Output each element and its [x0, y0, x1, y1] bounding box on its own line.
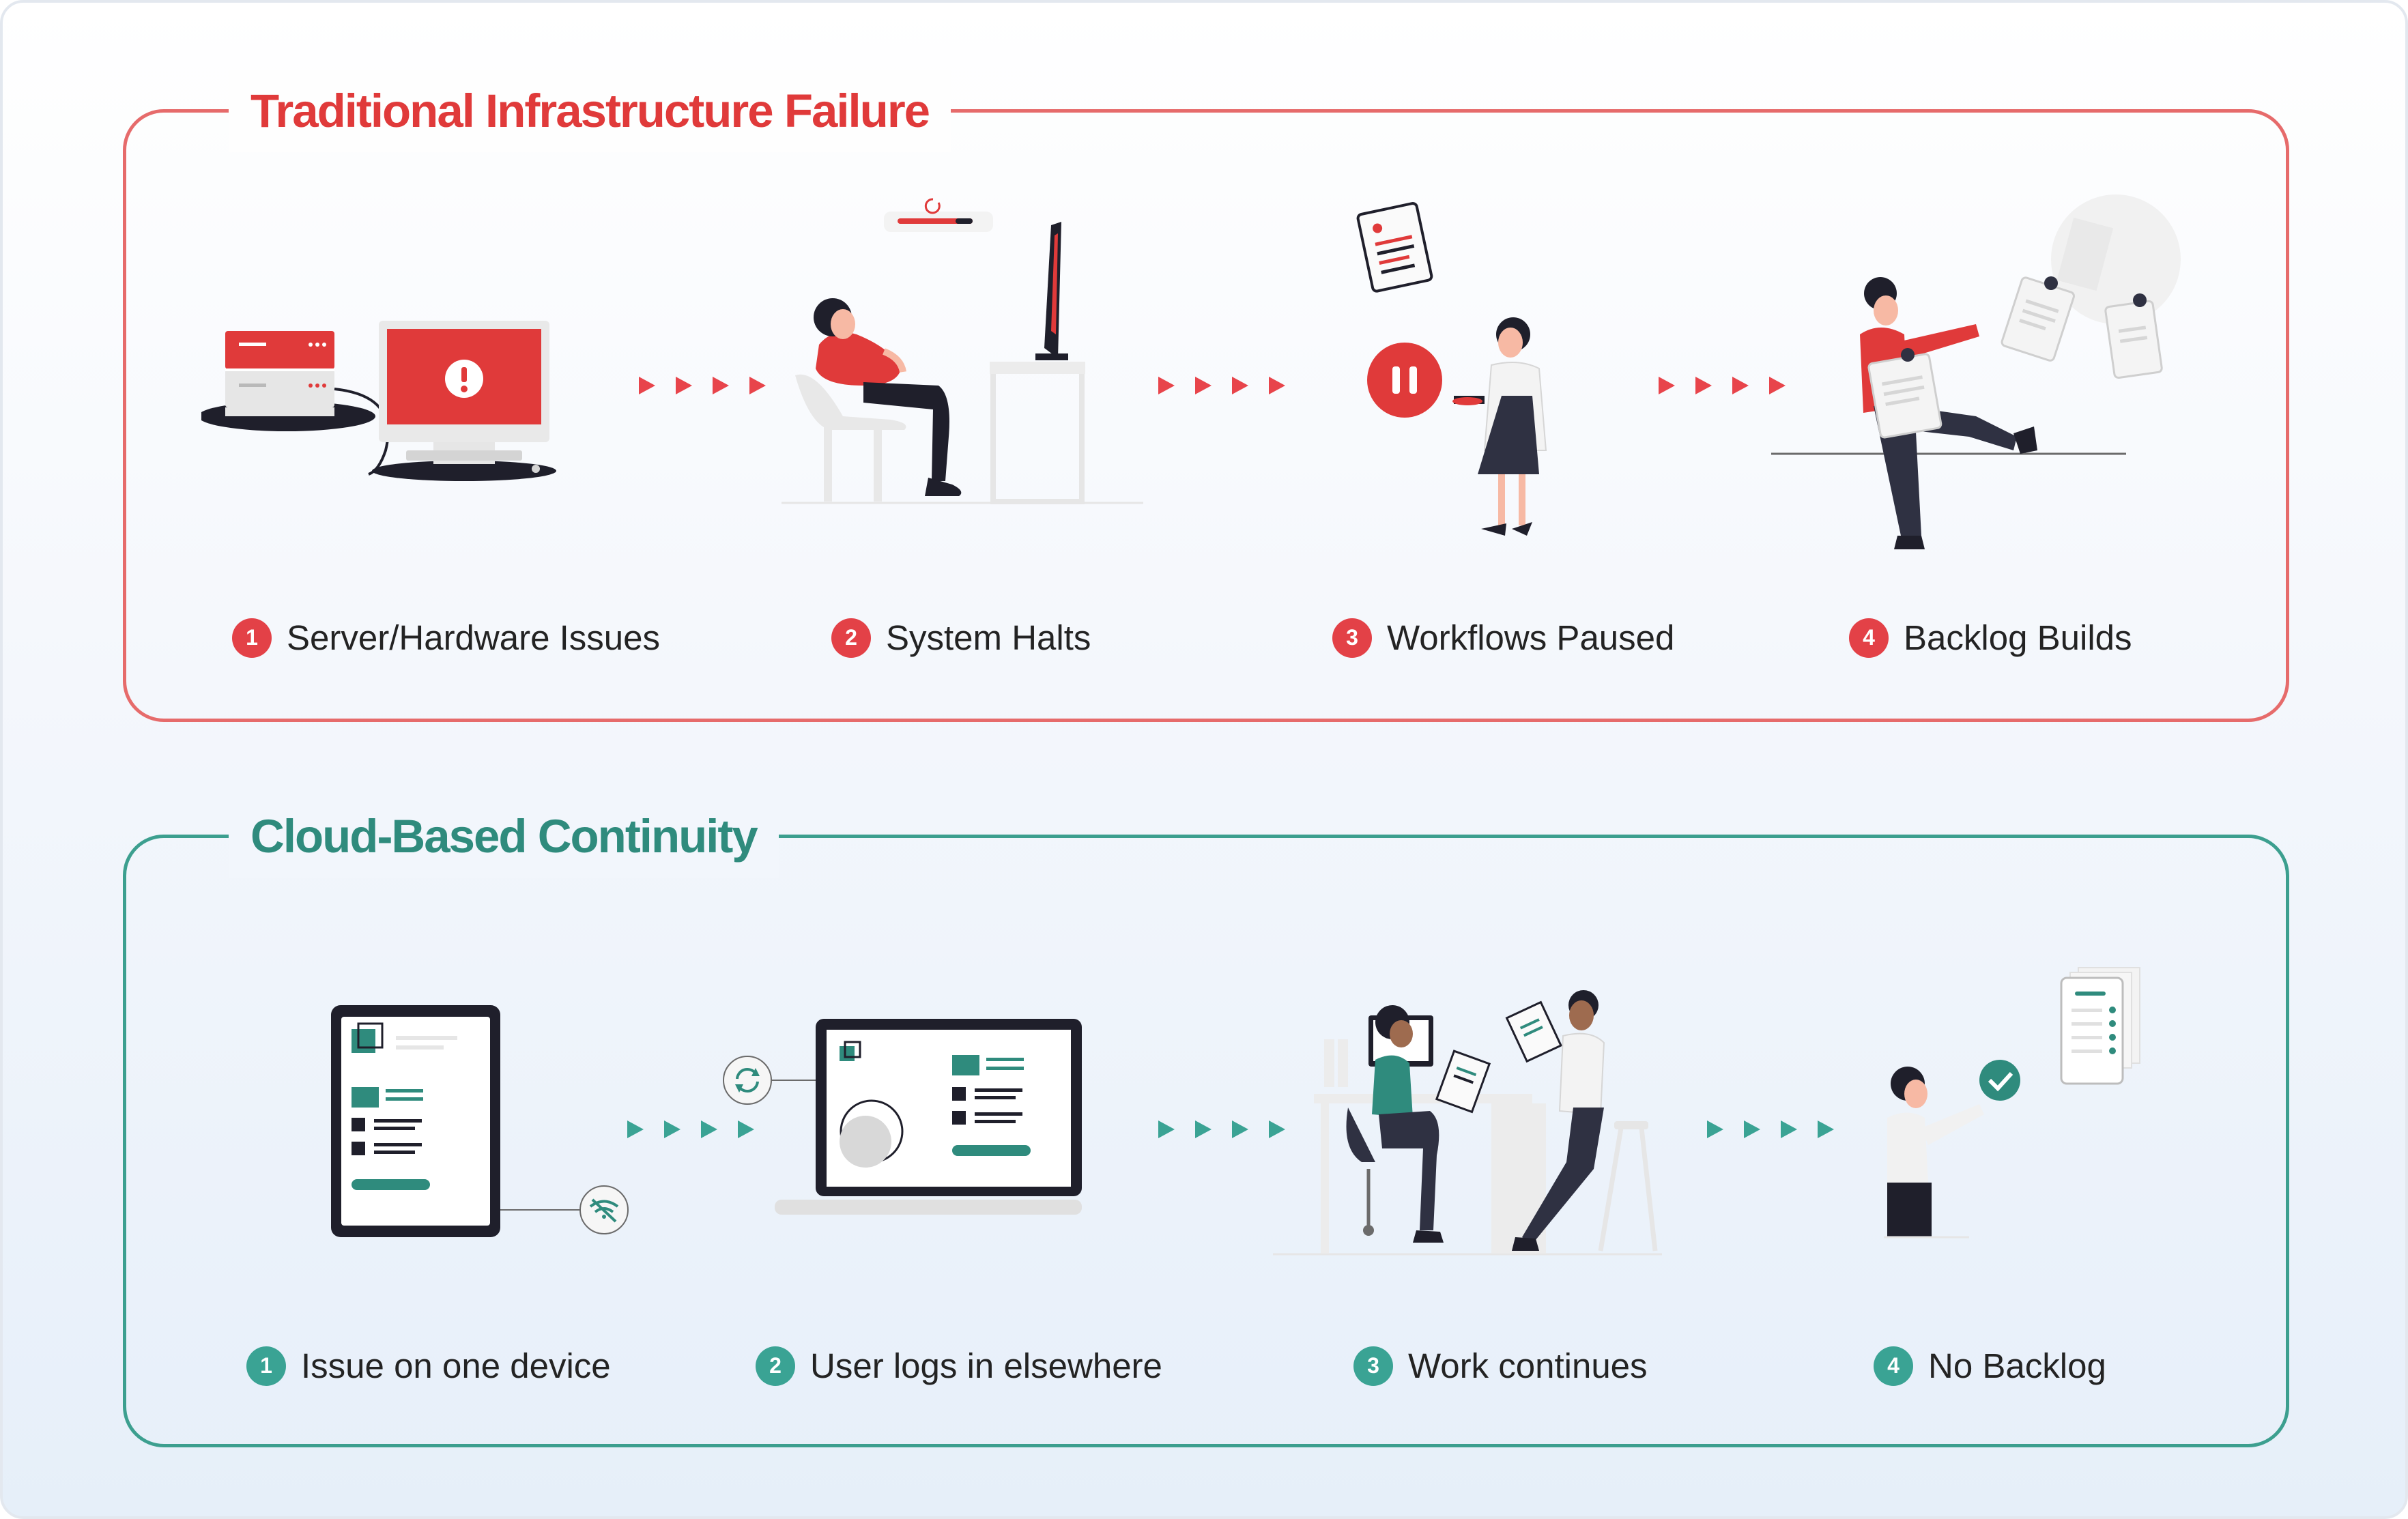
step-4: 4 Backlog Builds — [1849, 618, 2132, 658]
step-2: 2 System Halts — [831, 618, 1091, 658]
arrow-icon — [749, 377, 766, 394]
panel-title: Traditional Infrastructure Failure — [229, 70, 951, 152]
arrow-icon — [1158, 1120, 1175, 1138]
arrow-icon — [664, 1120, 680, 1138]
flow-arrows — [639, 377, 766, 394]
arrow-icon — [1232, 377, 1248, 394]
flow-arrows — [1158, 1120, 1285, 1138]
step-number-badge: 4 — [1874, 1346, 1913, 1386]
step-label: No Backlog — [1928, 1346, 2106, 1385]
arrow-icon — [1695, 377, 1712, 394]
arrow-icon — [1195, 377, 1212, 394]
arrow-icon — [1195, 1120, 1212, 1138]
step-label: Server/Hardware Issues — [287, 618, 661, 657]
panel-title: Cloud-Based Continuity — [229, 796, 779, 878]
step-3: 3 Workflows Paused — [1332, 618, 1674, 658]
arrow-icon — [639, 377, 655, 394]
traditional-panel: Traditional Infrastructure Failure — [123, 70, 2289, 722]
cloud-panel: Cloud-Based Continuity — [123, 796, 2289, 1447]
step-label: System Halts — [886, 618, 1091, 657]
arrow-icon — [713, 377, 729, 394]
tablet-offline-icon — [331, 1005, 629, 1237]
step-number-badge: 1 — [246, 1346, 286, 1386]
step-3: 3 Work continues — [1353, 1346, 1648, 1386]
people-working-icon — [1273, 990, 1662, 1256]
step-label: Issue on one device — [301, 1346, 611, 1385]
arrow-icon — [1269, 377, 1285, 394]
laptop-sync-icon — [723, 1019, 1082, 1215]
arrow-icon — [1781, 1120, 1797, 1138]
checklist-done-icon — [1884, 967, 2140, 1239]
flow-arrows — [627, 1120, 754, 1138]
step-label: Backlog Builds — [1904, 618, 2132, 657]
arrow-icon — [1732, 377, 1749, 394]
flow-arrows — [1707, 1120, 1834, 1138]
arrow-icon — [1818, 1120, 1834, 1138]
flow-arrows — [1158, 377, 1285, 394]
arrow-icon — [1659, 377, 1675, 394]
step-number-badge: 1 — [232, 618, 272, 658]
step-number-badge: 2 — [831, 618, 871, 658]
arrow-icon — [701, 1120, 717, 1138]
step-label: Workflows Paused — [1387, 618, 1675, 657]
step-number-badge: 2 — [756, 1346, 795, 1386]
arrow-icon — [1744, 1120, 1760, 1138]
step-label: Work continues — [1408, 1346, 1648, 1385]
arrow-icon — [1232, 1120, 1248, 1138]
arrow-icon — [627, 1120, 644, 1138]
arrow-icon — [1769, 377, 1786, 394]
step-4: 4 No Backlog — [1874, 1346, 2106, 1386]
arrow-icon — [676, 377, 692, 394]
arrow-icon — [1707, 1120, 1723, 1138]
flow-arrows — [1659, 377, 1786, 394]
step-1: 1 Issue on one device — [246, 1346, 611, 1386]
step-2: 2 User logs in elsewhere — [756, 1346, 1162, 1386]
waiting-person-icon — [782, 198, 1143, 504]
step-number-badge: 3 — [1332, 618, 1372, 658]
backlog-documents-icon — [1771, 194, 2181, 549]
step-1: 1 Server/Hardware Issues — [232, 618, 660, 658]
step-label: User logs in elsewhere — [810, 1346, 1162, 1385]
arrow-icon — [1269, 1120, 1285, 1138]
arrow-icon — [738, 1120, 754, 1138]
server-computer-error-icon — [201, 321, 556, 481]
arrow-icon — [1158, 377, 1175, 394]
step-number-badge: 4 — [1849, 618, 1889, 658]
pause-icon — [1356, 202, 1547, 536]
step-number-badge: 3 — [1353, 1346, 1393, 1386]
